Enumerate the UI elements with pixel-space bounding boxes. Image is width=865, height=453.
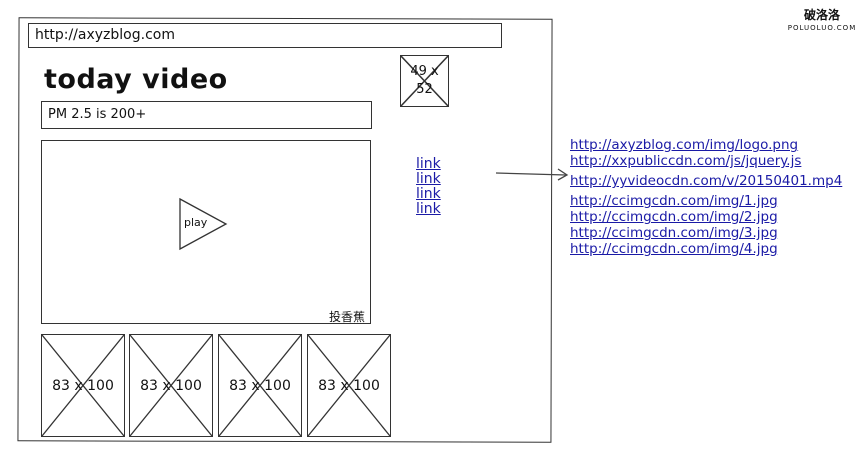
placeholder-cross-icon (401, 56, 448, 106)
resource-url-img-2[interactable]: http://ccimgcdn.com/img/2.jpg (570, 209, 778, 225)
thumbnail-label: 83 x 100 (52, 377, 114, 394)
link-list: link link link link (416, 157, 441, 217)
link-3[interactable]: link (416, 186, 441, 202)
resource-url-img-1[interactable]: http://ccimgcdn.com/img/1.jpg (570, 193, 778, 209)
resource-url-jquery[interactable]: http://xxpubliccdn.com/js/jquery.js (570, 153, 802, 169)
resource-url-img-3[interactable]: http://ccimgcdn.com/img/3.jpg (570, 225, 778, 241)
thumbnail-label: 83 x 100 (229, 377, 291, 394)
thumbnail-label: 83 x 100 (318, 377, 380, 394)
video-player[interactable] (41, 140, 371, 324)
placeholder-cross-icon (130, 335, 212, 436)
play-icon (179, 197, 228, 251)
placeholder-cross-icon (308, 335, 390, 436)
subtitle-text: PM 2.5 is 200+ (48, 107, 147, 122)
resource-url-logo[interactable]: http://axyzblog.com/img/logo.png (570, 137, 799, 153)
thumbnail-image-placeholder[interactable]: 83 x 100 (307, 334, 391, 437)
placeholder-cross-icon (42, 335, 124, 436)
url-bar-text: http://axyzblog.com (35, 27, 175, 43)
play-button[interactable]: play (178, 197, 228, 251)
thumbnail-image-placeholder[interactable]: 83 x 100 (41, 334, 125, 437)
placeholder-cross-icon (219, 335, 301, 436)
logo-image-placeholder: 49 x 52 (400, 55, 449, 107)
thumbnail-image-placeholder[interactable]: 83 x 100 (218, 334, 302, 437)
arrow-right-icon (494, 166, 570, 182)
resource-url-list: http://axyzblog.com/img/logo.png http://… (570, 137, 842, 257)
watermark-en: POLUOLUO.COM (787, 24, 857, 32)
resource-url-video[interactable]: http://yyvideocdn.com/v/20150401.mp4 (570, 173, 843, 189)
logo-placeholder-label: 49 x 52 (410, 64, 439, 97)
video-caption: 投香蕉 (329, 310, 366, 324)
page-title: today video (44, 64, 228, 95)
subtitle-box: PM 2.5 is 200+ (41, 101, 372, 129)
url-bar[interactable]: http://axyzblog.com (28, 23, 502, 48)
link-2[interactable]: link (416, 171, 441, 187)
watermark: 破洛洛 POLUOLUO.COM (786, 8, 858, 33)
resource-url-img-4[interactable]: http://ccimgcdn.com/img/4.jpg (570, 241, 778, 257)
link-4[interactable]: link (416, 201, 441, 217)
link-1[interactable]: link (416, 156, 441, 172)
thumbnail-label: 83 x 100 (140, 377, 202, 394)
play-label: play (184, 216, 208, 229)
watermark-cn: 破洛洛 (803, 8, 840, 22)
thumbnail-image-placeholder[interactable]: 83 x 100 (129, 334, 213, 437)
